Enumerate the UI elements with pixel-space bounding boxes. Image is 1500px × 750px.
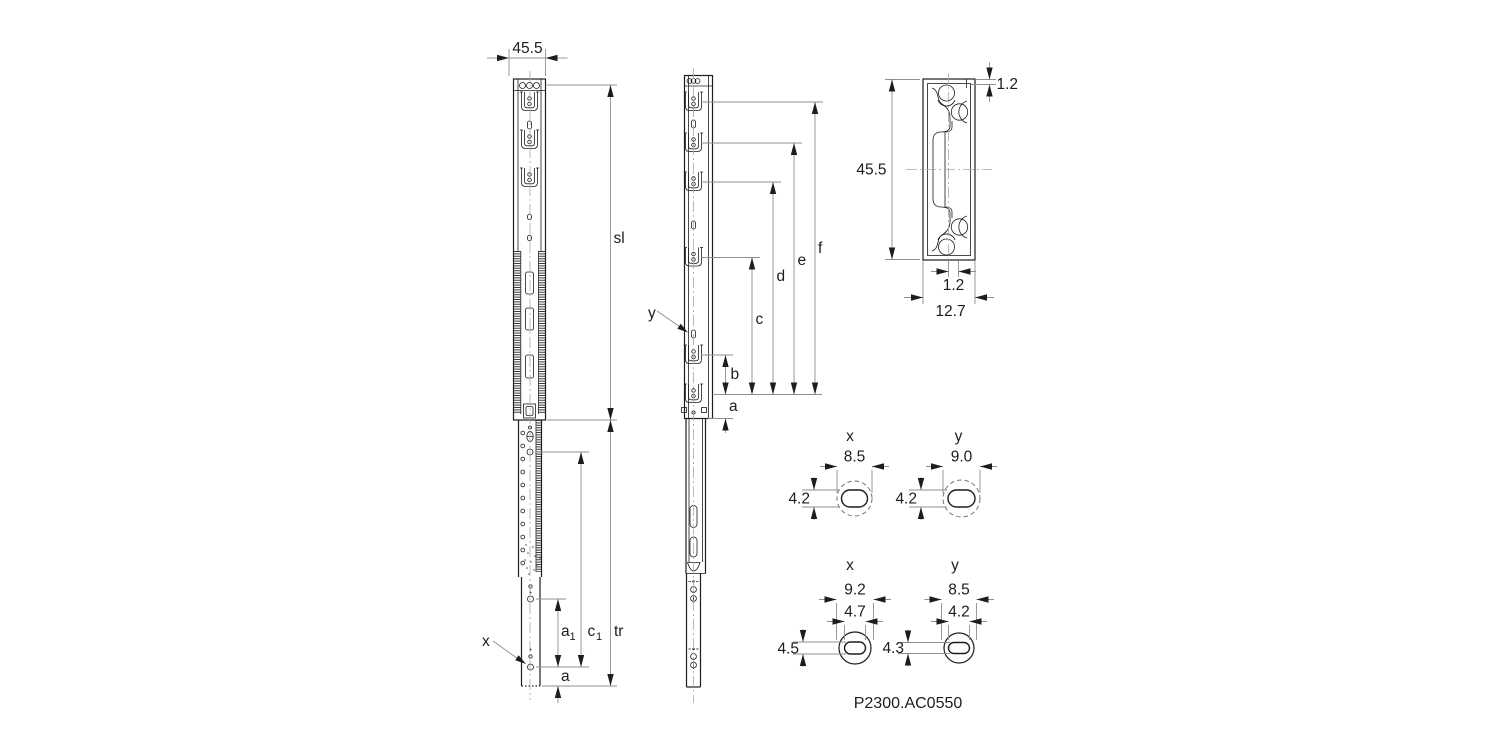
cage-window [525, 307, 534, 331]
hole-x [527, 663, 534, 671]
cross-section-view: 45.5 1.2 1.2 12.7 [856, 62, 1018, 320]
dim-label-c1: c [588, 623, 596, 640]
countersink-outline [942, 479, 981, 518]
middle-rail-inner-section [685, 573, 702, 688]
hole-outline [838, 631, 872, 665]
left-rail-ball-cage [513, 251, 546, 419]
slot-outline [947, 489, 976, 508]
dim-a1: a 1 [536, 598, 576, 667]
dim-label-section-width: 12.7 [935, 303, 965, 320]
dim-label-a1: a [561, 623, 570, 640]
dim-label-b: b [731, 366, 740, 383]
section-outer-profile [922, 78, 976, 261]
cage-window [525, 354, 534, 379]
dim-label-c1-sub: 1 [596, 631, 602, 643]
dim-label-a1-sub: 1 [570, 631, 576, 643]
part-number: P2300.AC0550 [854, 695, 963, 712]
mounting-hole [527, 234, 533, 242]
dim-label-top-x-height: 4.2 [788, 491, 810, 508]
hole-detail-bottom-y: y 8.5 4.2 4.3 [882, 557, 994, 667]
hole-outline [943, 632, 975, 664]
mounting-hole [527, 120, 532, 130]
dim-label-bottom-x-height: 4.5 [777, 641, 799, 658]
middle-rail-outline [683, 74, 714, 420]
dim-label-section-height: 45.5 [856, 162, 886, 179]
dim-section-web: 1.2 [931, 261, 976, 294]
dim-label-top-y-height: 4.2 [895, 491, 917, 508]
dim-label-sl: sl [614, 230, 625, 247]
mounting-hole [527, 213, 533, 221]
cage-window [525, 271, 534, 295]
dim-label-top-x-width: 8.5 [844, 449, 866, 466]
dim-label-bottom-x-outer: 9.2 [844, 582, 866, 599]
callout-label-x: x [482, 633, 490, 650]
detail-label-bottom-y: y [951, 557, 959, 574]
dim-e: e [790, 143, 807, 395]
ball-bearing [938, 84, 955, 102]
dim-label-c: c [756, 311, 764, 328]
ball-bearing [519, 82, 526, 89]
slot-outline [840, 489, 869, 508]
callout-label-y: y [648, 305, 656, 322]
ball-bearing [533, 82, 540, 89]
dim-a-left: a [554, 668, 570, 703]
hole-detail-bottom-x: x 9.2 4.7 4.5 [777, 557, 891, 667]
ball-bearing [526, 82, 533, 89]
dim-label-section-lip: 1.2 [997, 76, 1019, 93]
detail-label-bottom-x: x [846, 557, 854, 574]
dim-f: f [811, 102, 823, 395]
dim-label-a-left: a [561, 668, 570, 685]
detail-label-top-y: y [955, 428, 963, 445]
callout-x-left: x [482, 633, 526, 664]
mounting-slot [519, 91, 540, 111]
callout-y-middle: y [648, 305, 688, 333]
dim-label-bottom-x-slot: 4.7 [844, 604, 866, 621]
middle-side-view: b c d e f a [648, 68, 823, 703]
reference-hole-a1 [527, 595, 534, 603]
dim-b: b [722, 355, 739, 395]
hole-detail-top-x: x 8.5 4.2 [788, 428, 889, 520]
dim-label-e: e [798, 252, 807, 269]
dim-label-a-middle: a [729, 398, 738, 415]
dim-label-section-web: 1.2 [943, 277, 965, 294]
detail-label-top-x: x [846, 428, 854, 445]
dim-section-width: 12.7 [904, 261, 994, 320]
dim-tr: tr [542, 420, 623, 687]
middle-rail-intermediate-section [685, 418, 707, 574]
slot-outline [843, 641, 867, 655]
ball-bearing [950, 103, 969, 121]
hole-detail-top-y: y 9.0 4.2 [895, 428, 997, 520]
middle-rail-outer-section [681, 74, 714, 420]
dim-label-bottom-y-height: 4.3 [882, 640, 904, 657]
dim-label-top-y-width: 9.0 [951, 449, 973, 466]
ball-bearing [950, 218, 969, 236]
left-rail-intermediate-section [517, 420, 543, 577]
left-rail-outer-section [512, 78, 547, 421]
dim-c: c [748, 257, 764, 395]
dim-left-width: 45.5 [487, 40, 568, 76]
left-rail-outer-outline [512, 78, 547, 421]
dim-label-bottom-y-outer: 8.5 [948, 582, 970, 599]
dim-section-lip: 1.2 [971, 62, 1018, 102]
mounting-slot [519, 129, 540, 149]
mounting-slot [519, 167, 540, 187]
ball-bearing [938, 238, 955, 256]
latch-block [523, 403, 536, 419]
slot-outline [947, 641, 971, 655]
left-side-view: 45.5 sl tr c 1 [482, 40, 625, 703]
dim-d: d [769, 182, 786, 395]
dim-label-d: d [777, 268, 786, 285]
left-rail-inner-section [520, 577, 541, 687]
dim-section-height: 45.5 [856, 79, 920, 260]
countersink-outline [836, 480, 873, 517]
dim-c1: c 1 [536, 451, 602, 668]
dim-label-tr: tr [614, 623, 623, 640]
dim-label-bottom-y-slot: 4.2 [948, 604, 970, 621]
dim-sl: sl [547, 84, 625, 421]
dim-a-middle: a [708, 398, 738, 433]
dim-label-f: f [818, 240, 823, 257]
dim-label-width: 45.5 [512, 40, 542, 57]
